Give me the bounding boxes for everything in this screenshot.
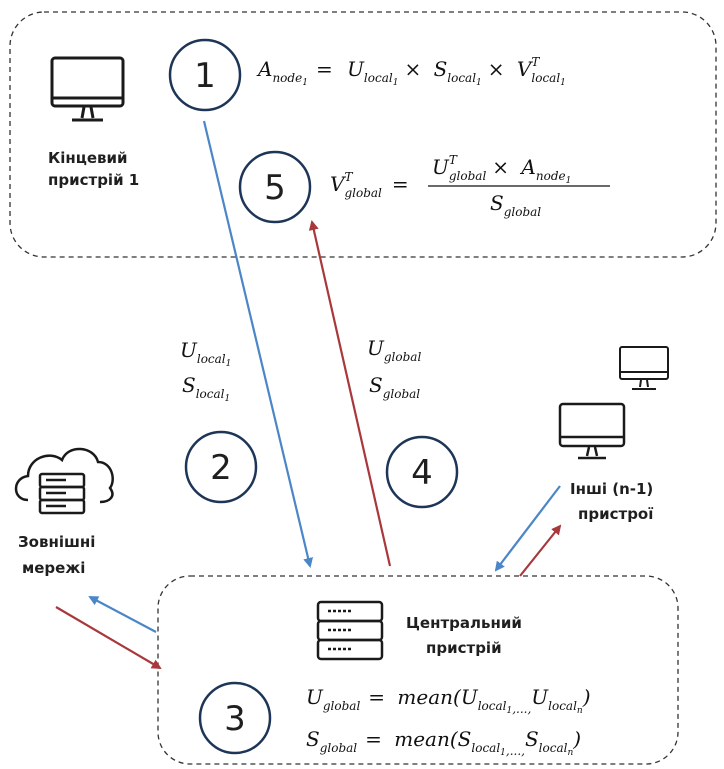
central-label-1: Центральний: [406, 614, 522, 632]
svg-text:3: 3: [224, 699, 246, 739]
svg-text:Slocal1: Slocal1: [182, 373, 230, 404]
svg-text:4: 4: [411, 453, 433, 493]
step-1: 1: [168, 38, 242, 112]
cloud-server-icon: [14, 447, 114, 515]
other-label-1: Інші (n-1): [570, 480, 653, 498]
upload-edge-label: Ulocal1 Slocal1: [180, 338, 231, 404]
other-upload-arrow: [494, 485, 561, 572]
step-2: 2: [184, 430, 258, 504]
svg-text:5: 5: [264, 168, 286, 208]
upload-arrow: [202, 120, 314, 568]
svg-text:Uglobal: Uglobal: [367, 336, 421, 364]
svg-text:1: 1: [194, 56, 216, 96]
svg-text:Sglobal= mean(Slocal1,..: Sglobal= mean(Slocal1,...,Slocaln): [306, 727, 581, 758]
svg-text:2: 2: [210, 448, 232, 488]
external-out-arrow: [88, 596, 157, 633]
server-icon: [316, 600, 384, 661]
monitor-icon: [558, 402, 626, 460]
other-download-arrow: [519, 524, 562, 577]
external-label-2: мережі: [22, 559, 85, 577]
svg-text:Uglobal= mean(Ulocal1,..: Uglobal= mean(Ulocal1,...,Ulocaln): [306, 685, 591, 716]
step-5: 5: [238, 150, 312, 224]
step-3: 3: [198, 681, 272, 755]
end-device-label-2: пристрій 1: [48, 171, 139, 189]
monitor-icon: [619, 346, 669, 390]
download-edge-label: Uglobal Sglobal: [367, 336, 421, 401]
external-in-arrow: [55, 606, 162, 670]
svg-text:Sglobal: Sglobal: [490, 191, 541, 219]
step-4: 4: [385, 435, 459, 509]
end-device-region: [9, 11, 717, 258]
formula-3a: Uglobal= mean(Ulocal1,...,Ulocaln): [306, 685, 591, 716]
monitor-icon: [50, 56, 125, 122]
central-label-2: пристрій: [426, 639, 502, 657]
download-arrow: [308, 220, 392, 567]
svg-text:Sglobal: Sglobal: [369, 373, 420, 401]
external-label-1: Зовнішні: [18, 533, 95, 551]
end-device-label-1: Кінцевий: [48, 149, 128, 167]
svg-text:Ulocal1: Ulocal1: [180, 338, 231, 369]
other-label-2: пристрої: [578, 505, 653, 523]
formula-3b: Sglobal= mean(Slocal1,...,Slocaln): [306, 727, 581, 758]
central-device-region: [157, 575, 679, 765]
